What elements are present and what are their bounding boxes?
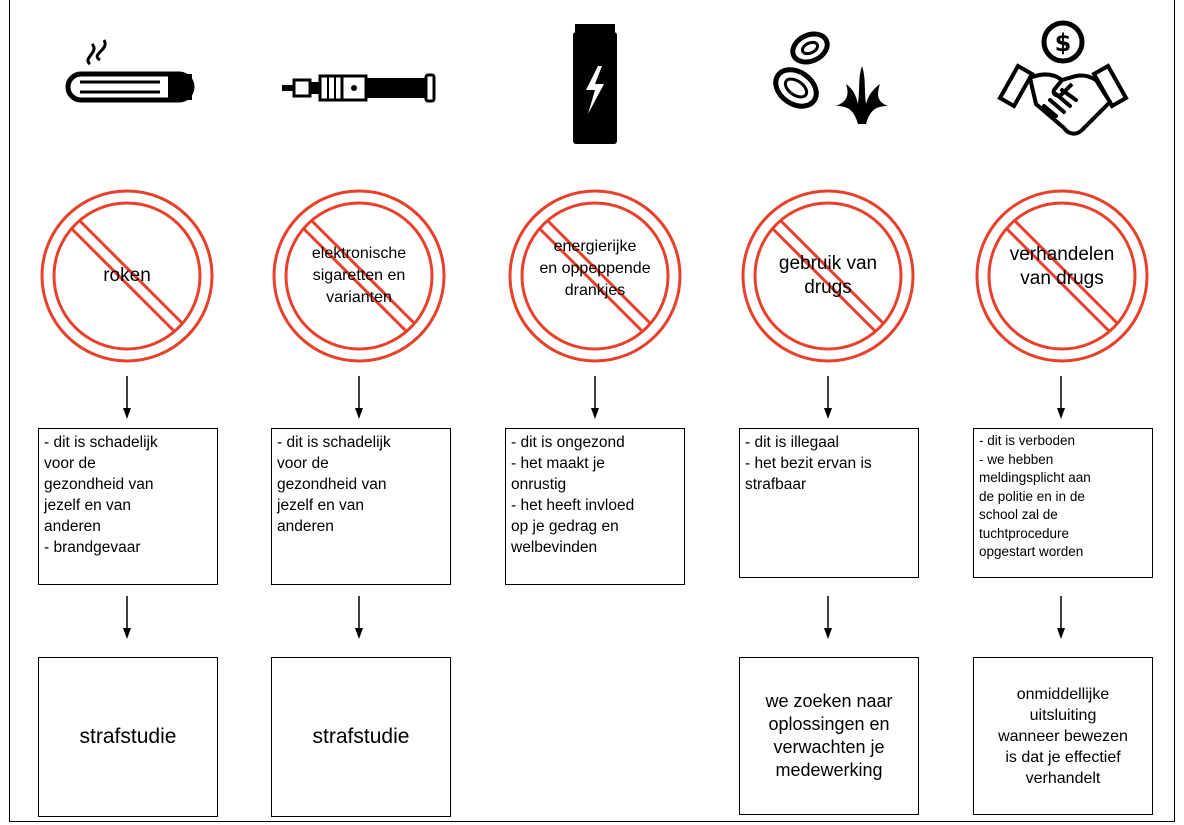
arrow-down (355, 596, 363, 639)
outcome-box: onmiddellijke uitsluiting wanneer beweze… (973, 657, 1153, 815)
arrow-down (824, 596, 832, 639)
cigarette-icon (65, 39, 195, 103)
arrow-down (591, 376, 599, 419)
arrow-down (123, 376, 131, 419)
prohibition-sign-energy-drink: energierijke en oppeppende drankjes (503, 184, 687, 368)
arrow-down (1057, 376, 1065, 419)
diagram-frame (9, 0, 1175, 822)
reasons-box: - dit is ongezond - het maakt je onrusti… (505, 428, 685, 585)
arrow-down (824, 376, 832, 419)
sign-label: verhandelen van drugs (1009, 244, 1115, 289)
arrow-down (123, 596, 131, 639)
prohibition-sign-drug-use: gebruik van drugs (736, 184, 920, 368)
arrow-down (355, 376, 363, 419)
reasons-box: - dit is schadelijk voor de gezondheid v… (38, 428, 218, 585)
energy-drink-icon (573, 24, 617, 144)
prohibition-sign-e-cigarette: elektronische sigaretten en varianten (267, 184, 451, 368)
arrow-down (1057, 596, 1065, 639)
reasons-box: - dit is schadelijk voor de gezondheid v… (271, 428, 451, 585)
sign-label: energierijke en oppeppende drankjes (539, 238, 651, 299)
svg-text:$: $ (1055, 29, 1072, 57)
sign-label: elektronische sigaretten en varianten (311, 245, 407, 306)
sign-label: roken (103, 265, 151, 286)
outcome-box: strafstudie (271, 657, 451, 817)
reasons-box: - dit is verboden - we hebben meldingspl… (973, 428, 1153, 578)
outcome-box: strafstudie (38, 657, 218, 817)
reasons-box: - dit is illegaal - het bezit ervan is s… (739, 428, 919, 578)
outcome-box: we zoeken naar oplossingen en verwachten… (739, 657, 919, 815)
prohibition-sign-drug-dealing: verhandelen van drugs (970, 184, 1154, 368)
e-cigarette-icon (282, 73, 436, 103)
sign-label: gebruik van drugs (778, 253, 878, 298)
pills-cannabis-icon (773, 31, 888, 124)
prohibition-sign-roken: roken (35, 184, 219, 368)
handshake-money-icon: $ (997, 20, 1129, 136)
